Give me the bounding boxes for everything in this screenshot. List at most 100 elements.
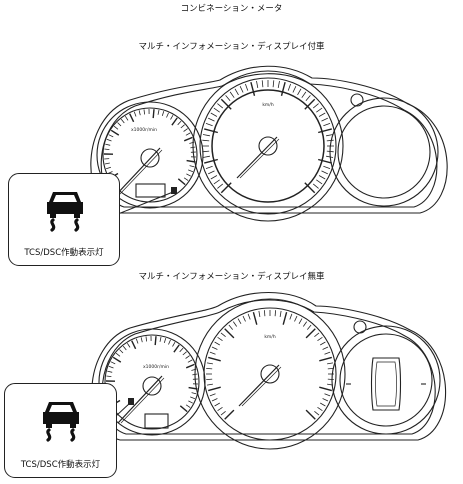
gauge-tick — [214, 402, 220, 407]
page-title: コンビネーション・メータ — [180, 4, 283, 14]
gauge-tick — [208, 356, 221, 362]
cluster-2-speed-unit: km/h — [264, 334, 276, 340]
gauge-tick — [213, 107, 220, 113]
gauge-tick — [326, 139, 334, 142]
gauge-tick — [326, 155, 334, 158]
gauge-tick — [104, 162, 110, 165]
gauge-tick — [190, 146, 196, 149]
gauge-tick — [209, 393, 216, 397]
gauge-tick — [245, 83, 249, 91]
gauge-tick — [192, 373, 198, 376]
gauge-tick — [321, 117, 328, 122]
gauge-tick — [205, 165, 213, 169]
gauge-tick — [206, 383, 213, 386]
gauge-tick — [179, 347, 184, 353]
variant-heading-with-display: マルチ・インフォメーション・ディスプレイ付車 — [138, 42, 325, 52]
gauge-tick — [225, 95, 231, 102]
gauge-tick — [105, 166, 112, 170]
gauge-tick — [185, 363, 195, 369]
cluster-2-fuel-gauge-inner — [375, 361, 397, 407]
callout-label-1: TCS/DSC作動表示灯 — [24, 248, 104, 258]
gauge-tick — [322, 346, 329, 350]
gauge-tick — [289, 313, 293, 320]
gauge-tick — [189, 165, 195, 168]
gauge-tick — [202, 155, 210, 158]
gauge-tick — [327, 362, 334, 365]
cluster-1-speedometer-face — [211, 89, 325, 203]
gauge-tick — [206, 368, 213, 370]
gauge-tick — [301, 91, 307, 98]
gauge-tick — [173, 344, 180, 353]
gauge-tick — [217, 336, 223, 342]
gauge-tick — [323, 165, 331, 169]
gauge-tick — [189, 141, 195, 144]
tcs-dsc-indicator-icon — [43, 402, 79, 442]
gauge-tick — [211, 346, 218, 350]
gauge-tick — [326, 150, 334, 153]
gauge-tick — [124, 115, 129, 121]
gauge-tick — [186, 159, 196, 163]
cluster-1-speed-needle — [236, 136, 278, 179]
gauge-tick — [224, 328, 235, 339]
gauge-tick — [312, 183, 319, 189]
gauge-tick — [209, 351, 216, 355]
gauge-tick — [211, 398, 218, 402]
gauge-tick — [272, 80, 275, 88]
gauge-tick — [217, 406, 223, 412]
gauge-tick — [323, 123, 331, 127]
gauge-tick — [319, 386, 332, 392]
cluster-1-tachometer-hub — [140, 148, 160, 168]
cluster-1-trip-knob — [350, 93, 364, 107]
cluster-1-right-gauge-inner — [337, 105, 431, 199]
gauge-tick — [294, 315, 298, 322]
gauge-tick — [171, 117, 178, 126]
gauge-tick — [327, 368, 334, 370]
gauge-tick — [292, 86, 297, 93]
gauge-tick — [217, 103, 224, 109]
gauge-tick — [314, 410, 320, 416]
gauge-tick — [135, 338, 139, 344]
gauge-tick — [140, 337, 143, 343]
gauge-tick — [317, 336, 323, 342]
gauge-tick — [120, 118, 125, 124]
gauge-tick — [261, 80, 264, 88]
gauge-tick — [305, 328, 316, 339]
gauge-tick — [320, 341, 326, 346]
gauge-tick — [106, 375, 112, 377]
gauge-tick — [220, 332, 226, 338]
cluster-1-tach-unit: x1000r/min — [131, 127, 157, 133]
gauge-tick — [319, 356, 332, 362]
gauge-tick — [122, 345, 127, 351]
gauge-tick — [202, 134, 210, 137]
gauge-tick — [191, 392, 197, 395]
gauge-tick — [280, 82, 286, 96]
cluster-2-tcs-lamp — [128, 398, 134, 405]
cluster-1 — [90, 65, 448, 222]
gauge-tick — [191, 368, 197, 371]
gauge-tick — [318, 158, 332, 164]
gauge-tick — [161, 110, 165, 117]
cluster-1-right-gauge-outer — [329, 97, 439, 207]
gauge-tick — [202, 150, 210, 153]
cluster-1-tachometer-face — [102, 107, 198, 203]
cluster-1-tach-needle — [115, 147, 161, 196]
gauge-tick — [186, 173, 191, 177]
cluster-2-speedometer-bezel — [194, 298, 346, 450]
gauge-tick — [326, 134, 334, 137]
gauge-tick — [208, 117, 215, 122]
gauge-tick — [145, 336, 147, 342]
gauge-tick — [228, 324, 234, 330]
gauge-tick — [104, 148, 110, 150]
gauge-tick — [264, 310, 266, 317]
gauge-tick — [220, 410, 226, 416]
gauge-tick — [115, 352, 121, 357]
cluster-2-trip-knob — [353, 320, 367, 334]
gauge-tick — [206, 378, 213, 380]
gauge-tick — [304, 98, 316, 110]
gauge-tick — [180, 124, 185, 129]
cluster-2-tach-needle-inner — [120, 377, 165, 424]
cluster-1-leader-line — [117, 191, 174, 215]
gauge-tick — [188, 400, 193, 404]
gauge-tick — [320, 402, 326, 407]
cluster-2-right-gauge-outer — [331, 325, 441, 435]
